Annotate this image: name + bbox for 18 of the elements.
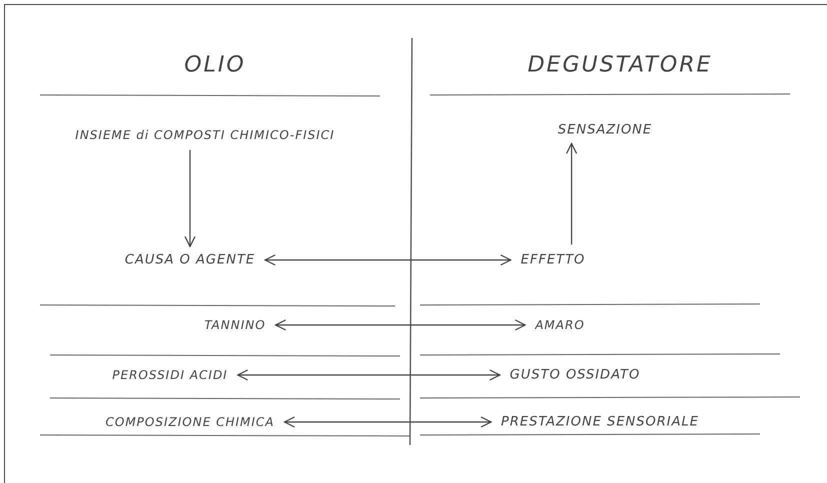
column-heading: DEGUSTATORE (528, 52, 712, 78)
handwritten-text: GUSTO OSSIDATO (506, 366, 644, 384)
handwritten-text: PEROSSIDI ACIDI (108, 366, 232, 384)
handwritten-text: SENSAZIONE (554, 120, 656, 140)
arrow (184, 150, 196, 248)
arrow (566, 142, 578, 244)
arrow (284, 416, 492, 428)
handwritten-text: AMARO (531, 316, 589, 334)
column-heading: OLIO (184, 52, 246, 78)
handwritten-text: TANNINO (200, 316, 270, 334)
handwritten-text: PRESTAZIONE SENSORIALE (497, 412, 703, 432)
arrow (237, 369, 500, 381)
handwritten-text: CAUSA O AGENTE (120, 250, 260, 270)
arrow (275, 319, 526, 331)
handwritten-text: INSIEME di COMPOSTI CHIMICO-FISICI (71, 126, 339, 144)
arrow (264, 254, 512, 266)
handwritten-text: COMPOSIZIONE CHIMICA (102, 413, 278, 431)
handwritten-text: EFFETTO (516, 250, 590, 270)
